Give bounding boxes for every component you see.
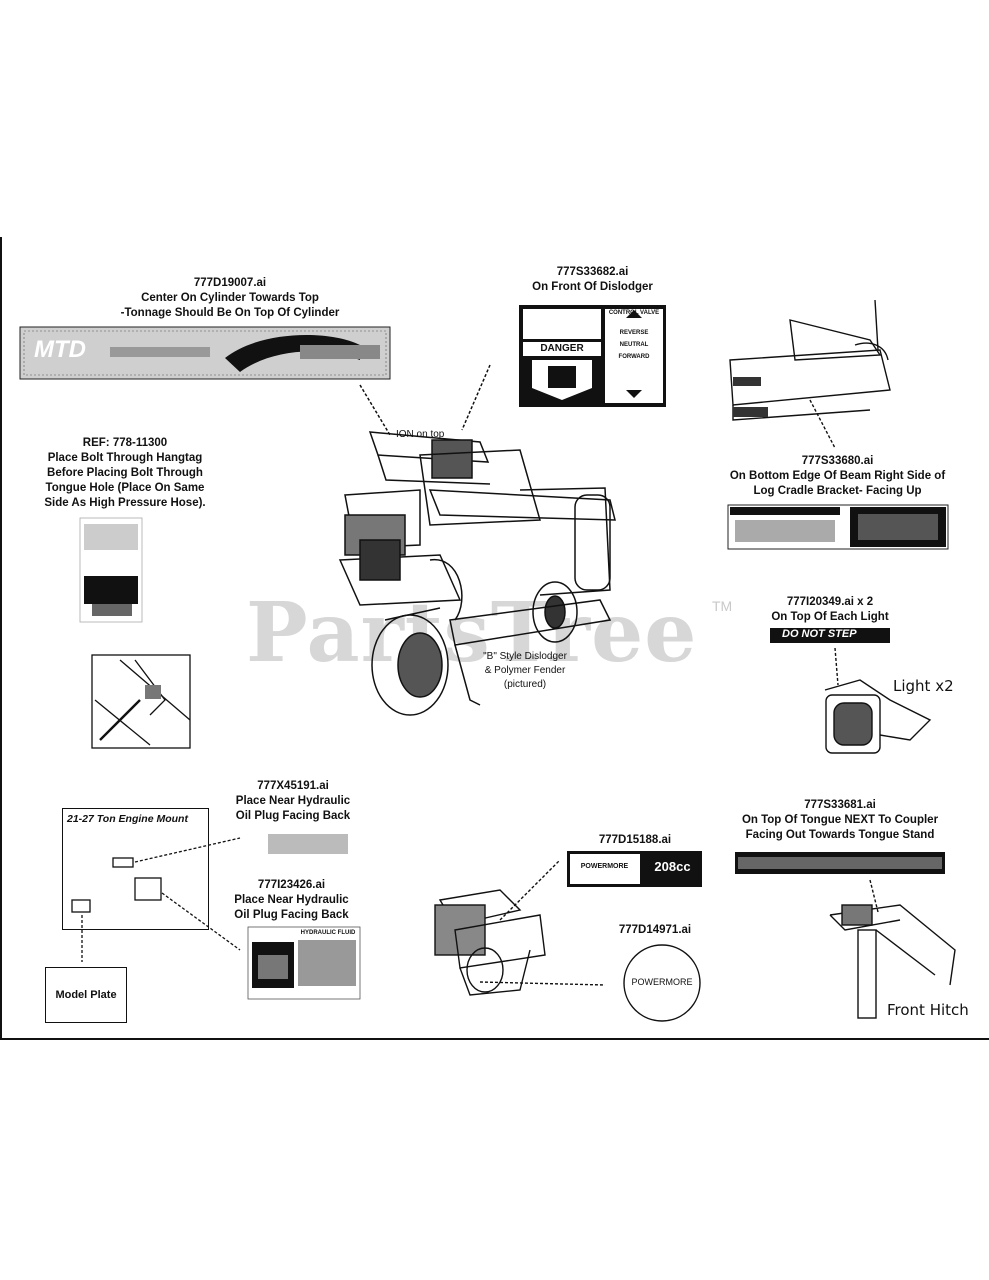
oil-plug-decal-instruction-2: Oil Plug Facing Back <box>235 810 351 822</box>
light-decal-callout: 777I20349.ai x 2 On Top Of Each Light <box>755 595 905 625</box>
hydraulic-decal-callout: 777I23426.ai Place Near Hydraulic Oil Pl… <box>224 878 359 923</box>
beam-decal-part-number: 777S33680.ai <box>801 455 874 467</box>
dislodger-decal-part-number: 777S33682.ai <box>556 266 629 278</box>
cylinder-decal-part-number: 777D19007.ai <box>193 277 267 289</box>
oil-plug-decal <box>268 834 348 854</box>
hangtag-instruction-4: Side As High Pressure Hose). <box>44 497 206 509</box>
dislodger-note-2: & Polymer Fender <box>484 665 566 676</box>
engine-decal-part-number: 777D15188.ai <box>598 834 672 846</box>
frame-bottom-border <box>0 1038 989 1040</box>
engine-mount-title: 21-27 Ton Engine Mount <box>67 813 188 825</box>
do-not-step-label: DO NOT STEP <box>782 628 857 640</box>
mtd-logo: MTD <box>34 336 86 363</box>
oil-plug-decal-part-number: 777X45191.ai <box>257 780 329 792</box>
hydraulic-decal-instruction-1: Place Near Hydraulic <box>234 894 349 906</box>
engine-decal-callout: 777D15188.ai <box>570 833 700 848</box>
oil-plug-decal-instruction-1: Place Near Hydraulic <box>235 795 351 807</box>
dislodger-note-3: (pictured) <box>503 679 547 690</box>
powermore-small-label: POWERMORE <box>580 863 629 870</box>
cylinder-decal-callout: 777D19007.ai Center On Cylinder Towards … <box>100 276 360 321</box>
tongue-decal-instruction-1: On Top Of Tongue NEXT To Coupler <box>741 814 939 826</box>
light-decal-instruction: On Top Of Each Light <box>771 611 889 623</box>
tongue-decal <box>735 852 945 874</box>
light-drawing <box>824 647 932 754</box>
powermore-engine-decal <box>567 851 702 887</box>
engine-round-decal-callout: 777D14971.ai <box>600 923 710 938</box>
dislodger-decal-callout: 777S33682.ai On Front Of Dislodger <box>500 265 685 295</box>
cylinder-decal-instruction-2: -Tonnage Should Be On Top Of Cylinder <box>120 307 340 319</box>
hangtag-card <box>79 517 143 623</box>
powermore-round-label: POWERMORE <box>631 977 693 987</box>
hangtag-part-number: REF: 778-11300 <box>82 437 168 449</box>
engine-model-label: 208cc <box>654 859 691 874</box>
reverse-label: REVERSE <box>619 330 649 336</box>
engine-drawing <box>434 859 606 996</box>
control-valve-label: CONTROL VALVE <box>608 310 660 316</box>
beam-decal-instruction-1: On Bottom Edge Of Beam Right Side of <box>729 470 946 482</box>
beam-decal <box>727 504 949 550</box>
engine-round-decal-part-number: 777D14971.ai <box>618 924 692 936</box>
hangtag-instruction-1: Place Bolt Through Hangtag <box>47 452 203 464</box>
tongue-decal-part-number: 777S33681.ai <box>804 799 876 811</box>
hydraulic-decal-instruction-2: Oil Plug Facing Back <box>234 909 349 921</box>
hangtag-callout: REF: 778-11300 Place Bolt Through Hangta… <box>20 436 230 511</box>
front-hitch-label: Front Hitch <box>887 1001 969 1019</box>
light-x2-label: Light x2 <box>893 677 954 695</box>
frame-left-border <box>0 237 2 1040</box>
beam-bracket-drawing <box>729 299 891 449</box>
dislodger-note: "B" Style Dislodger & Polymer Fender (pi… <box>470 650 580 692</box>
hangtag-bolt-detail <box>91 654 191 749</box>
front-hitch-drawing <box>829 879 956 1019</box>
hangtag-instruction-3: Tongue Hole (Place On Same <box>45 482 205 494</box>
beam-decal-instruction-2: Log Cradle Bracket- Facing Up <box>753 485 922 497</box>
neutral-label: NEUTRAL <box>619 342 649 348</box>
ion-on-top-label: ION on top <box>396 429 445 440</box>
dislodger-note-1: "B" Style Dislodger <box>483 651 567 662</box>
mtd-cylinder-decal <box>19 326 391 380</box>
dislodger-decal-instruction: On Front Of Dislodger <box>532 281 653 293</box>
beam-decal-callout: 777S33680.ai On Bottom Edge Of Beam Righ… <box>715 454 960 499</box>
do-not-step-decal <box>770 628 890 643</box>
engine-mount-box: 21-27 Ton Engine Mount <box>62 808 209 930</box>
forward-label: FORWARD <box>618 354 650 360</box>
danger-decal <box>519 305 666 407</box>
powermore-round-decal <box>623 944 701 1022</box>
partstree-watermark: PartsTree <box>246 585 698 681</box>
cylinder-decal-instruction-1: Center On Cylinder Towards Top <box>141 292 319 304</box>
oil-plug-decal-callout: 777X45191.ai Place Near Hydraulic Oil Pl… <box>228 779 358 824</box>
danger-label: DANGER <box>540 343 584 354</box>
hydraulic-fluid-label: HYDRAULIC FLUID <box>300 930 356 936</box>
tongue-decal-callout: 777S33681.ai On Top Of Tongue NEXT To Co… <box>715 798 965 843</box>
tongue-decal-instruction-2: Facing Out Towards Tongue Stand <box>745 829 935 841</box>
model-plate-box: Model Plate <box>45 967 127 1023</box>
hydraulic-fluid-decal <box>247 926 361 1000</box>
trademark-mark: TM <box>712 598 733 614</box>
hangtag-instruction-2: Before Placing Bolt Through <box>47 467 203 479</box>
log-splitter-drawing <box>338 364 616 716</box>
hydraulic-decal-part-number: 777I23426.ai <box>257 879 326 891</box>
light-decal-part-number: 777I20349.ai x 2 <box>786 596 874 608</box>
engine-mount-diagram <box>71 837 241 962</box>
